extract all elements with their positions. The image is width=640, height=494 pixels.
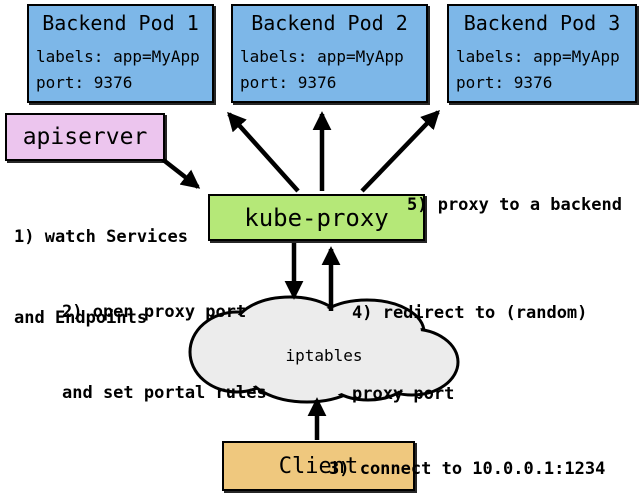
- annotation-line: 3) connect to 10.0.0.1:1234: [329, 459, 606, 479]
- annotation-step-3: 3) connect to 10.0.0.1:1234: [329, 402, 605, 494]
- node-kube-proxy: kube-proxy: [208, 194, 425, 241]
- node-backend-pod-2: Backend Pod 2 labels: app=MyApp port: 93…: [231, 4, 428, 103]
- annotation-step-5: 5) proxy to a backend: [407, 138, 622, 273]
- annotation-line: 4) redirect to (random): [352, 303, 588, 323]
- arrow-kube-proxy-to-pod-1: [227, 111, 300, 193]
- annotation-step-4: 4) redirect to (random) proxy port: [352, 246, 587, 462]
- pod-title: Backend Pod 1: [42, 11, 199, 35]
- pod-labels: labels: app=MyApp: [456, 47, 620, 66]
- apiserver-label: apiserver: [22, 124, 148, 150]
- pod-title: Backend Pod 2: [251, 11, 408, 35]
- node-apiserver: apiserver: [5, 113, 165, 161]
- client-label: Client: [278, 453, 359, 479]
- annotation-line: 5) proxy to a backend: [407, 195, 622, 215]
- kube-proxy-label: kube-proxy: [244, 203, 389, 232]
- annotation-line: 1) watch Services: [14, 227, 188, 247]
- node-backend-pod-3: Backend Pod 3 labels: app=MyApp port: 93…: [447, 4, 637, 103]
- node-backend-pod-1: Backend Pod 1 labels: app=MyApp port: 93…: [27, 4, 214, 103]
- pod-labels: labels: app=MyApp: [240, 47, 404, 66]
- pod-port: port: 9376: [240, 73, 337, 92]
- pod-labels: labels: app=MyApp: [36, 47, 200, 66]
- annotation-step-2: 2) open proxy port and set portal rules: [62, 245, 267, 461]
- annotation-line: and Endpoints: [14, 308, 148, 328]
- annotation-step-1: 1) watch Services and Endpoints: [14, 170, 188, 386]
- pod-port: port: 9376: [36, 73, 133, 92]
- annotation-line: 2) open proxy port: [62, 302, 247, 322]
- annotation-line: and set portal rules: [62, 383, 267, 403]
- iptables-cloud: [188, 295, 460, 404]
- pod-title: Backend Pod 3: [463, 11, 621, 35]
- node-client: Client: [222, 441, 415, 491]
- arrow-kube-proxy-to-pod-3: [360, 109, 440, 193]
- iptables-label: iptables: [285, 346, 363, 365]
- annotation-line: proxy port: [352, 384, 455, 404]
- pod-port: port: 9376: [456, 73, 553, 92]
